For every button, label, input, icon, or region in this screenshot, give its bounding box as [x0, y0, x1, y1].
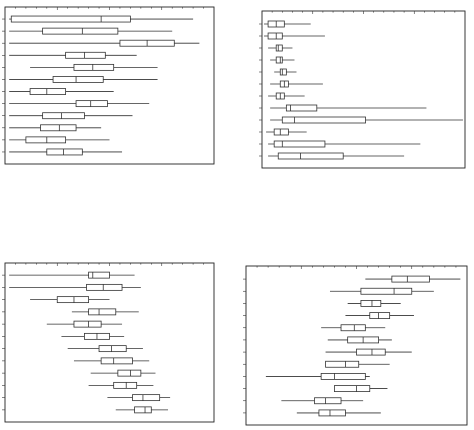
iqr-box — [360, 300, 382, 307]
box-top-left-10 — [9, 124, 102, 132]
box-bottom-left-3 — [30, 296, 110, 304]
iqr-box — [340, 324, 366, 332]
iqr-box — [56, 296, 90, 304]
iqr-box — [333, 385, 371, 392]
iqr-box — [75, 100, 108, 108]
iqr-box — [86, 283, 123, 291]
panel-top-left-boxes — [2, 7, 215, 156]
iqr-box — [25, 136, 67, 144]
box-bottom-right-9 — [265, 373, 370, 380]
box-top-right-12 — [268, 152, 405, 160]
iqr-box — [356, 348, 386, 356]
panel-top-right — [259, 10, 466, 169]
iqr-box — [273, 128, 289, 136]
box-top-left-4 — [9, 51, 137, 59]
iqr-box — [275, 44, 283, 52]
iqr-box — [88, 271, 110, 279]
box-top-left-5 — [30, 63, 158, 71]
box-top-right-6 — [270, 80, 323, 88]
box-bottom-right-5 — [321, 324, 386, 332]
iqr-box — [325, 360, 360, 368]
iqr-box — [73, 320, 102, 328]
box-bottom-right-12 — [296, 409, 381, 417]
box-bottom-left-7 — [67, 345, 143, 353]
box-bottom-right-3 — [347, 300, 401, 307]
iqr-box — [132, 394, 161, 402]
iqr-box — [10, 15, 131, 23]
iqr-box — [42, 27, 119, 35]
iqr-box — [98, 345, 127, 353]
panel-bottom-left-boxes — [2, 263, 215, 414]
box-bottom-left-8 — [73, 357, 150, 365]
box-bottom-right-2 — [329, 287, 434, 295]
iqr-box — [369, 312, 391, 319]
box-bottom-right-4 — [345, 312, 414, 319]
box-top-left-2 — [9, 27, 173, 35]
box-bottom-right-6 — [327, 336, 392, 344]
iqr-box — [318, 409, 346, 417]
box-top-right-11 — [268, 140, 421, 148]
iqr-box — [134, 406, 152, 414]
box-top-right-5 — [274, 68, 297, 76]
iqr-box — [391, 275, 430, 283]
iqr-box — [65, 51, 106, 59]
box-bottom-right-10 — [333, 385, 388, 392]
box-top-left-1 — [9, 15, 194, 23]
box-top-right-4 — [270, 56, 295, 64]
box-bottom-left-11 — [107, 394, 171, 402]
box-top-left-3 — [9, 39, 200, 47]
iqr-box — [46, 148, 83, 156]
iqr-box — [52, 76, 104, 83]
iqr-box — [42, 112, 85, 120]
panel-bottom-right-boxes — [243, 266, 468, 417]
box-top-right-8 — [270, 104, 427, 112]
box-bottom-right-7 — [325, 348, 412, 356]
iqr-box — [281, 116, 366, 124]
panel-bottom-right — [243, 265, 468, 426]
box-top-left-12 — [9, 148, 123, 156]
box-bottom-left-12 — [115, 406, 169, 414]
iqr-box — [117, 369, 142, 377]
box-bottom-left-6 — [61, 332, 125, 340]
box-top-left-7 — [9, 88, 114, 95]
iqr-box — [279, 68, 287, 76]
box-bottom-left-5 — [46, 320, 123, 328]
box-top-right-1 — [264, 20, 311, 28]
box-bottom-left-10 — [88, 381, 154, 389]
iqr-box — [113, 381, 138, 389]
panel-top-right-boxes — [259, 11, 466, 160]
box-bottom-right-11 — [281, 397, 364, 405]
iqr-box — [314, 397, 342, 405]
iqr-box — [277, 152, 344, 160]
iqr-box — [88, 308, 117, 316]
box-top-right-2 — [264, 32, 325, 40]
iqr-box — [100, 357, 133, 365]
box-top-right-10 — [266, 128, 307, 136]
iqr-box — [273, 140, 326, 148]
iqr-box — [360, 287, 413, 295]
box-top-right-9 — [270, 116, 463, 124]
box-bottom-right-8 — [325, 360, 390, 368]
box-bottom-left-2 — [9, 283, 141, 291]
box-top-left-9 — [9, 112, 133, 120]
box-bottom-left-1 — [9, 271, 135, 279]
iqr-box — [275, 56, 283, 64]
box-bottom-right-1 — [365, 275, 461, 283]
iqr-box — [40, 124, 77, 132]
box-top-right-7 — [268, 92, 305, 100]
iqr-box — [320, 373, 366, 380]
box-top-left-8 — [9, 100, 150, 108]
panel-bottom-left — [2, 262, 215, 423]
box-bottom-left-4 — [71, 308, 139, 316]
box-top-left-6 — [9, 76, 158, 83]
box-top-left-11 — [9, 136, 110, 144]
iqr-box — [29, 88, 67, 95]
box-top-right-3 — [268, 44, 293, 52]
panel-top-left — [2, 6, 215, 165]
iqr-box — [285, 104, 318, 112]
box-bottom-left-9 — [90, 369, 156, 377]
iqr-box — [73, 63, 115, 71]
iqr-box — [267, 32, 283, 40]
